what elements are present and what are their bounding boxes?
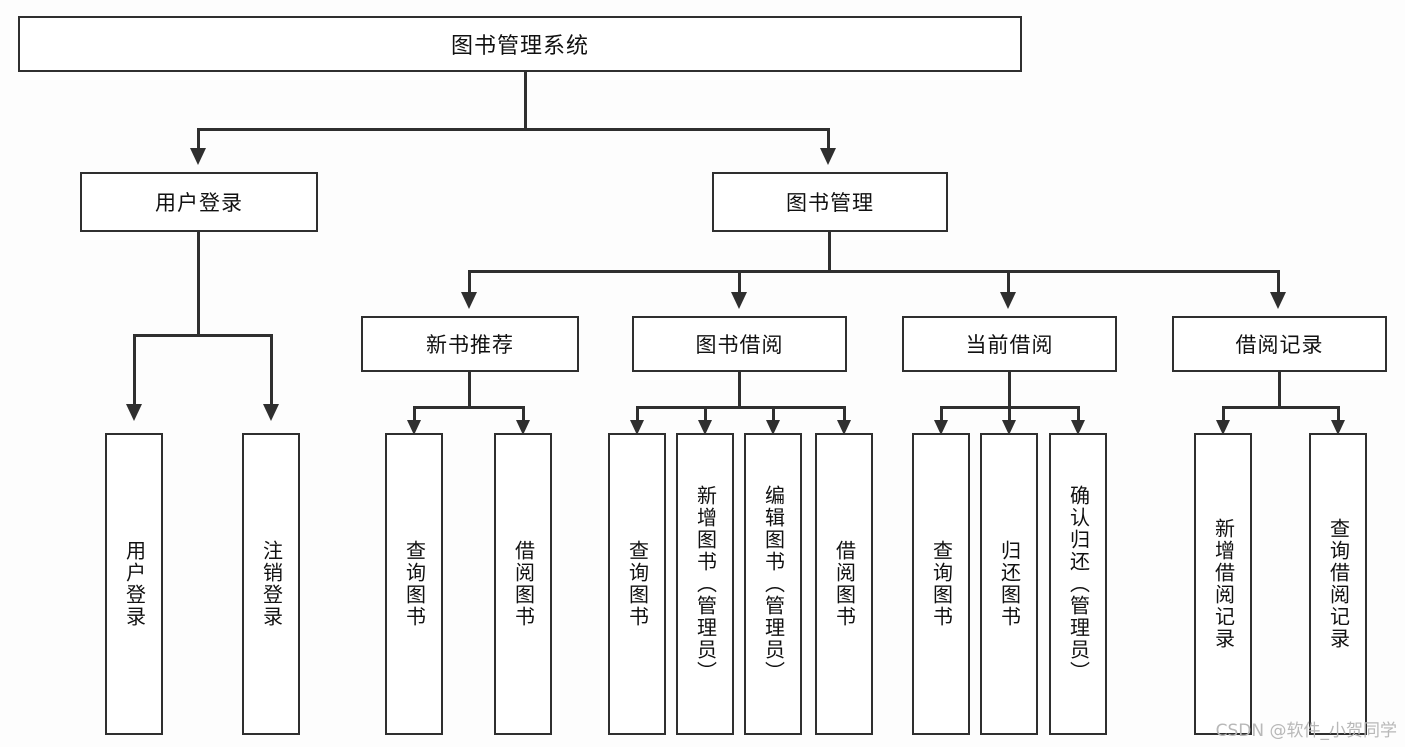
node-label: 用户登录 xyxy=(155,191,243,215)
arrow-to-user-login xyxy=(190,148,206,165)
node-label: 借阅图书 xyxy=(832,540,857,628)
leaf-edit-book-admin[interactable]: 编辑图书（管理员） xyxy=(744,433,802,735)
arrow-to-bookborrow-leaf-4 xyxy=(837,420,851,435)
connector-newbook-drop-1 xyxy=(413,406,416,422)
node-label: 查询图书 xyxy=(625,540,650,628)
connector-userlogin-drop-1 xyxy=(133,334,136,406)
connector-bookborrow-drop-1 xyxy=(636,406,639,422)
connector-root-bus xyxy=(197,128,830,131)
node-label: 新书推荐 xyxy=(426,333,514,357)
node-new-book-recommend[interactable]: 新书推荐 xyxy=(361,316,579,372)
node-label: 用户登录 xyxy=(122,540,147,628)
node-label: 确认归还（管理员） xyxy=(1066,485,1091,683)
connector-borrowrecord-drop-1 xyxy=(1222,406,1225,422)
connector-currentborrow-drop-1 xyxy=(940,406,943,422)
connector-currentborrow-drop-3 xyxy=(1077,406,1080,422)
connector-bookmgmt-bus xyxy=(468,270,1280,273)
leaf-query-book-borrow[interactable]: 查询图书 xyxy=(608,433,666,735)
arrow-to-newbook-leaf-2 xyxy=(516,420,530,435)
connector-userlogin-stem xyxy=(197,232,200,336)
node-borrow-record[interactable]: 借阅记录 xyxy=(1172,316,1387,372)
node-user-login[interactable]: 用户登录 xyxy=(80,172,318,232)
leaf-borrow-book-recommend[interactable]: 借阅图书 xyxy=(494,433,552,735)
connector-bookborrow-bus xyxy=(636,406,846,409)
arrow-to-user-login-leaf xyxy=(126,404,142,421)
connector-bookborrow-drop-4 xyxy=(843,406,846,422)
node-label: 当前借阅 xyxy=(965,333,1054,357)
connector-currentborrow-stem xyxy=(1008,372,1011,408)
arrow-to-bookborrow-leaf-3 xyxy=(766,420,780,435)
connector-root-drop-2 xyxy=(827,128,830,150)
leaf-user-login[interactable]: 用户登录 xyxy=(105,433,163,735)
leaf-return-book[interactable]: 归还图书 xyxy=(980,433,1038,735)
node-label: 查询图书 xyxy=(402,540,427,628)
arrow-to-logout-leaf xyxy=(263,404,279,421)
connector-root-stem xyxy=(524,72,527,130)
connector-borrowrecord-drop-2 xyxy=(1337,406,1340,422)
node-label: 图书管理系统 xyxy=(450,34,589,59)
leaf-add-borrow-record[interactable]: 新增借阅记录 xyxy=(1194,433,1252,735)
connector-bookmgmt-drop-2 xyxy=(738,270,741,294)
connector-borrowrecord-stem xyxy=(1278,372,1281,408)
arrow-to-current-borrow xyxy=(1000,292,1016,309)
leaf-query-book-current[interactable]: 查询图书 xyxy=(912,433,970,735)
arrow-to-newbook-leaf-1 xyxy=(407,420,421,435)
connector-userlogin-bus xyxy=(133,334,273,337)
arrow-to-borrow-record xyxy=(1270,292,1286,309)
node-label: 归还图书 xyxy=(997,540,1022,628)
node-label: 图书管理 xyxy=(786,191,874,215)
connector-bookmgmt-drop-4 xyxy=(1277,270,1280,294)
node-label: 查询图书 xyxy=(929,540,954,628)
arrow-to-currentborrow-leaf-1 xyxy=(934,420,948,435)
node-label: 借阅记录 xyxy=(1235,333,1324,357)
arrow-to-currentborrow-leaf-3 xyxy=(1071,420,1085,435)
node-book-borrow[interactable]: 图书借阅 xyxy=(632,316,847,372)
connector-userlogin-drop-2 xyxy=(270,334,273,406)
connector-newbook-drop-2 xyxy=(522,406,525,422)
connector-bookborrow-stem xyxy=(738,372,741,408)
arrow-to-currentborrow-leaf-2 xyxy=(1002,420,1016,435)
arrow-to-bookborrow-leaf-1 xyxy=(630,420,644,435)
connector-borrowrecord-bus xyxy=(1222,406,1340,409)
leaf-confirm-return-admin[interactable]: 确认归还（管理员） xyxy=(1049,433,1107,735)
node-label: 查询借阅记录 xyxy=(1326,518,1351,650)
node-label: 注销登录 xyxy=(259,540,284,628)
connector-bookmgmt-stem xyxy=(828,232,831,272)
connector-bookborrow-drop-3 xyxy=(772,406,775,422)
arrow-to-new-book-recommend xyxy=(461,292,477,309)
connector-root-drop-1 xyxy=(197,128,200,150)
node-label: 新增图书（管理员） xyxy=(693,485,718,683)
leaf-query-book-recommend[interactable]: 查询图书 xyxy=(385,433,443,735)
node-label: 借阅图书 xyxy=(511,540,536,628)
leaf-logout[interactable]: 注销登录 xyxy=(242,433,300,735)
connector-newbook-stem xyxy=(468,372,471,408)
leaf-add-book-admin[interactable]: 新增图书（管理员） xyxy=(676,433,734,735)
connector-bookborrow-drop-2 xyxy=(704,406,707,422)
arrow-to-borrowrecord-leaf-1 xyxy=(1216,420,1230,435)
node-label: 新增借阅记录 xyxy=(1211,518,1236,650)
arrow-to-borrowrecord-leaf-2 xyxy=(1331,420,1345,435)
arrow-to-bookborrow-leaf-2 xyxy=(698,420,712,435)
connector-bookmgmt-drop-1 xyxy=(468,270,471,294)
leaf-query-borrow-record[interactable]: 查询借阅记录 xyxy=(1309,433,1367,735)
node-current-borrow[interactable]: 当前借阅 xyxy=(902,316,1117,372)
connector-bookmgmt-drop-3 xyxy=(1007,270,1010,294)
node-book-management[interactable]: 图书管理 xyxy=(712,172,948,232)
connector-newbook-bus xyxy=(413,406,525,409)
node-root-system[interactable]: 图书管理系统 xyxy=(18,16,1022,72)
node-label: 编辑图书（管理员） xyxy=(761,485,786,683)
arrow-to-book-borrow xyxy=(731,292,747,309)
connector-currentborrow-drop-2 xyxy=(1008,406,1011,422)
arrow-to-book-management xyxy=(820,148,836,165)
leaf-borrow-book[interactable]: 借阅图书 xyxy=(815,433,873,735)
node-label: 图书借阅 xyxy=(695,333,784,357)
